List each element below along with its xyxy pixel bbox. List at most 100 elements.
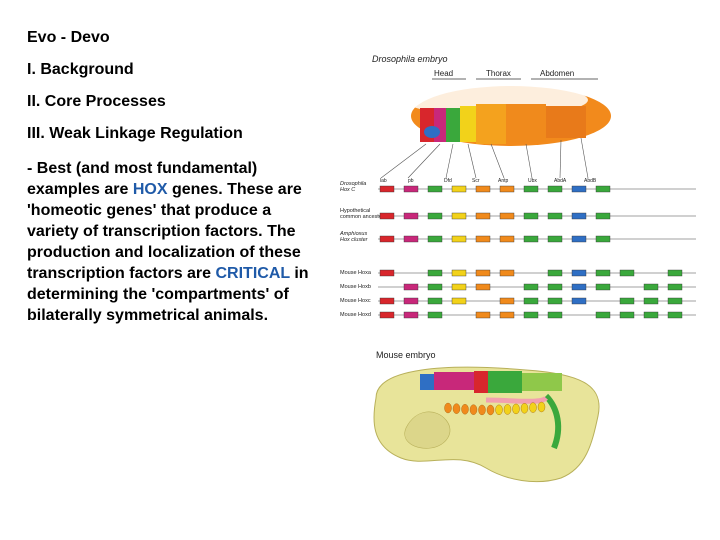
gene-box <box>523 212 539 220</box>
gene-box <box>475 235 491 243</box>
gene-box <box>571 283 587 291</box>
gene-box <box>499 269 515 277</box>
gene-box <box>451 283 467 291</box>
row-label-hoxb: Mouse Hoxb <box>340 284 371 290</box>
gene-box <box>547 269 563 277</box>
gene-box <box>667 269 683 277</box>
gene-box <box>667 283 683 291</box>
mouse-title: Mouse embryo <box>376 350 436 360</box>
gene-box <box>571 297 587 305</box>
gene-box <box>403 283 419 291</box>
gene-box <box>643 311 659 319</box>
gene-box <box>595 212 611 220</box>
gene-box <box>619 297 635 305</box>
row-label-drosophila: Drosophila <box>340 181 366 187</box>
gene-box <box>403 212 419 220</box>
somite <box>452 403 461 414</box>
gene-box <box>571 235 587 243</box>
gene-box <box>379 269 395 277</box>
gene-box <box>547 311 563 319</box>
outline-item-background: I. Background <box>27 61 134 78</box>
gene-box <box>595 283 611 291</box>
body-paragraph: - Best (and most fundamental) examples a… <box>27 158 327 326</box>
gene-box <box>547 235 563 243</box>
gene-label-ubx: Ubx <box>528 178 537 184</box>
gene-box <box>499 235 515 243</box>
gene-box <box>547 212 563 220</box>
drosophila-embryo <box>404 84 611 146</box>
gene-box <box>451 212 467 220</box>
gene-label-abda: AbdA <box>554 178 567 184</box>
gene-box <box>643 283 659 291</box>
gene-box <box>619 311 635 319</box>
somite <box>529 402 537 413</box>
gene-label-pb: pb <box>408 178 414 184</box>
hox-highlight: HOX <box>132 181 168 198</box>
gene-box <box>379 212 395 220</box>
gene-box <box>499 212 515 220</box>
gene-box <box>427 283 443 291</box>
gene-label-dfd: Dfd <box>444 178 452 184</box>
outline-item-weak-linkage: III. Weak Linkage Regulation <box>27 125 243 142</box>
gene-box <box>499 297 515 305</box>
gene-box <box>571 269 587 277</box>
gene-box <box>499 311 515 319</box>
gene-box <box>523 283 539 291</box>
gene-box <box>427 297 443 305</box>
gene-label-lab: lab <box>380 178 387 184</box>
critical-highlight: CRITICAL <box>215 265 290 282</box>
row-label-hoxc: Mouse Hoxc <box>340 298 371 304</box>
gene-box <box>523 235 539 243</box>
gene-box <box>379 311 395 319</box>
gene-box <box>403 311 419 319</box>
somite <box>537 401 546 413</box>
gene-box <box>523 311 539 319</box>
region-thorax: Thorax <box>486 69 511 78</box>
gene-box <box>499 185 515 193</box>
row-label-hoxd: Mouse Hoxd <box>340 312 371 318</box>
gene-box <box>427 212 443 220</box>
gene-box <box>451 185 467 193</box>
gene-box <box>619 269 635 277</box>
somite <box>478 404 486 416</box>
gene-box <box>427 269 443 277</box>
gene-box <box>475 185 491 193</box>
gene-box <box>595 185 611 193</box>
somite <box>486 404 495 416</box>
gene-rows <box>378 185 696 319</box>
hox-gene-figure: Drosophila embryo Head Thorax Abdomen la… <box>336 48 706 488</box>
gene-box <box>451 235 467 243</box>
gene-box <box>475 269 491 277</box>
row-label-ancestor: Hypothetical <box>340 208 370 214</box>
outline-item-core-processes: II. Core Processes <box>27 93 166 110</box>
gene-box <box>451 297 467 305</box>
slide-outline: Evo - Devo I. Background II. Core Proces… <box>27 28 327 326</box>
body-text-part1: - Best (and most fundamental) examples a… <box>27 160 258 198</box>
gene-box <box>595 311 611 319</box>
gene-box <box>379 235 395 243</box>
gene-box <box>523 297 539 305</box>
gene-box <box>523 185 539 193</box>
mouse-embryo <box>373 366 600 483</box>
gene-box <box>379 185 395 193</box>
gene-box <box>427 235 443 243</box>
row-label-amphioxus: Amphioxus <box>339 231 367 237</box>
gene-box <box>595 235 611 243</box>
gene-box <box>547 185 563 193</box>
gene-box <box>547 297 563 305</box>
body-text-part3: in determining the 'compartments' of bil… <box>27 265 309 324</box>
row-label-hoxa: Mouse Hoxa <box>340 270 372 276</box>
region-head: Head <box>434 69 453 78</box>
gene-box <box>547 283 563 291</box>
gene-label-abdb: AbdB <box>584 178 597 184</box>
slide-title: Evo - Devo <box>27 29 110 46</box>
gene-box <box>475 283 491 291</box>
gene-box <box>667 311 683 319</box>
gene-box <box>379 297 395 305</box>
somite <box>520 403 529 414</box>
gene-box <box>667 297 683 305</box>
gene-box <box>451 269 467 277</box>
drosophila-title: Drosophila embryo <box>372 54 448 64</box>
gene-box <box>403 185 419 193</box>
gene-box <box>643 297 659 305</box>
